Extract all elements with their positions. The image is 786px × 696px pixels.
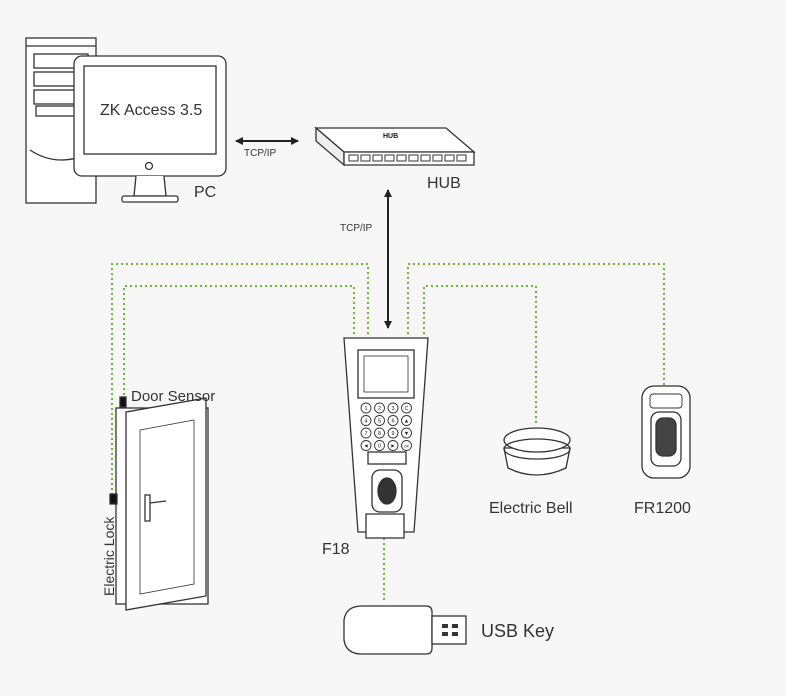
link-pc-hub-label: TCP/IP <box>244 148 277 159</box>
electric-bell <box>503 427 571 476</box>
pc-computer <box>25 37 227 204</box>
fr1200-label: FR1200 <box>634 500 691 517</box>
f18-key: OK <box>401 440 412 451</box>
svg-text:9: 9 <box>391 431 394 437</box>
svg-text:7: 7 <box>364 431 367 437</box>
wire-bell <box>423 285 537 424</box>
f18-key: 7 <box>360 427 372 439</box>
f18-key: 9 <box>387 427 399 439</box>
f18-sensor-window <box>367 451 407 465</box>
svg-text:0: 0 <box>378 444 381 450</box>
pc-label: PC <box>194 184 217 201</box>
f18-key: 0 <box>374 440 385 451</box>
f18-key: 2 <box>374 402 385 414</box>
f18-key: ▲ <box>401 415 412 426</box>
svg-text:▼: ▼ <box>404 431 409 437</box>
electric-bell-label: Electric Bell <box>489 500 573 517</box>
f18-key: ► <box>387 440 399 451</box>
door-handle <box>144 494 151 522</box>
svg-text:▲: ▲ <box>404 419 409 425</box>
pc-stand <box>133 175 167 197</box>
f18-key: ◄ <box>360 440 372 451</box>
svg-text:◄: ◄ <box>363 444 368 450</box>
f18-key: 4 <box>360 415 372 426</box>
f18-key: 5 <box>374 415 385 426</box>
hub-label: HUB <box>427 175 461 192</box>
usb-key <box>343 605 467 655</box>
f18-key: 6 <box>387 415 399 426</box>
electric-lock-label: Electric Lock <box>101 516 117 596</box>
hub-ports <box>348 154 467 162</box>
pc-power-button <box>144 161 154 171</box>
f18-key: 8 <box>374 427 385 439</box>
f18-key: ▼ <box>401 427 412 439</box>
door-sensor-label: Door Sensor <box>131 388 216 405</box>
door-leaf <box>125 397 207 611</box>
f18-label: F18 <box>322 541 350 558</box>
f18-screen <box>357 349 415 399</box>
electric-lock-block <box>109 493 118 505</box>
svg-text:C: C <box>405 406 409 412</box>
svg-text:OK: OK <box>404 445 410 449</box>
svg-text:2: 2 <box>378 406 381 412</box>
svg-text:5: 5 <box>378 419 381 425</box>
pc-screen-text: ZK Access 3.5 <box>100 102 203 119</box>
usb-key-label: USB Key <box>481 621 555 641</box>
wire-fr1200 <box>407 263 665 385</box>
svg-text:3: 3 <box>391 406 394 412</box>
hub-badge-text: HUB <box>383 133 399 140</box>
usb-connector <box>431 615 467 645</box>
f18-key: 1 <box>360 402 372 414</box>
svg-text:1: 1 <box>364 406 367 412</box>
pc-screen <box>83 65 217 155</box>
door-sensor-block <box>119 396 127 408</box>
link-hub-f18-label: TCP/IP <box>340 223 373 234</box>
f18-key: 3 <box>387 402 399 414</box>
f18-key: C <box>401 402 412 414</box>
wire-sensor <box>123 285 355 398</box>
f18-keypad: 1 2 3 C 4 5 6 ▲ 7 8 9 ▼ ◄ 0 ► OK <box>360 402 412 451</box>
fr1200-reader <box>641 385 691 479</box>
svg-text:6: 6 <box>391 419 394 425</box>
svg-text:8: 8 <box>378 431 381 437</box>
door <box>109 396 209 611</box>
svg-text:4: 4 <box>364 419 367 425</box>
f18-terminal: 1 2 3 C 4 5 6 ▲ 7 8 9 ▼ ◄ 0 ► OK <box>343 337 429 539</box>
wiring <box>111 263 665 600</box>
hub-switch <box>314 126 476 167</box>
svg-text:►: ► <box>390 444 395 450</box>
wire-lock-outer <box>111 263 369 496</box>
